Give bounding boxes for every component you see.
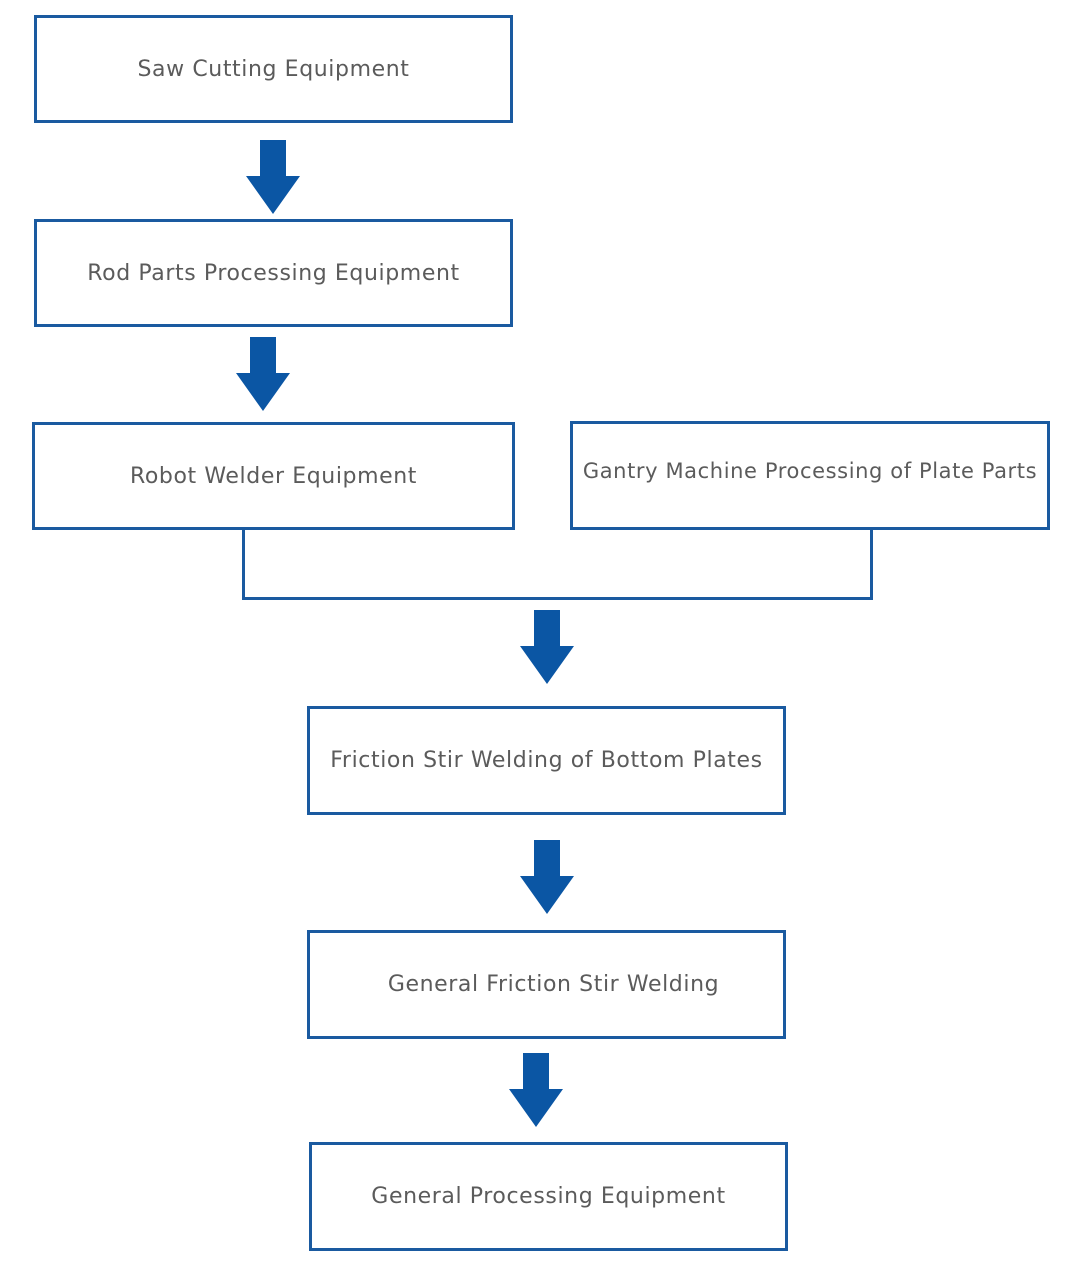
step-robot-welder: Robot Welder Equipment <box>32 422 515 530</box>
step-gantry-machine-label: Gantry Machine Processing of Plate Parts <box>582 458 1038 483</box>
step-friction-bottom: Friction Stir Welding of Bottom Plates <box>307 706 786 815</box>
step-friction-bottom-label: Friction Stir Welding of Bottom Plates <box>330 748 763 773</box>
step-rod-parts-label: Rod Parts Processing Equipment <box>87 260 460 286</box>
down-arrow-icon <box>520 840 574 914</box>
down-arrow-icon <box>246 140 300 214</box>
down-arrow-icon <box>509 1053 563 1127</box>
step-gantry-machine: Gantry Machine Processing of Plate Parts <box>570 421 1050 530</box>
step-general-processing-label: General Processing Equipment <box>371 1184 726 1209</box>
step-saw-cutting-label: Saw Cutting Equipment <box>137 56 410 82</box>
step-general-processing: General Processing Equipment <box>309 1142 788 1251</box>
step-saw-cutting: Saw Cutting Equipment <box>34 15 513 123</box>
down-arrow-icon <box>520 610 574 684</box>
merge-connector <box>242 528 873 600</box>
step-general-friction-label: General Friction Stir Welding <box>387 972 720 997</box>
down-arrow-icon <box>236 337 290 411</box>
step-general-friction: General Friction Stir Welding <box>307 930 786 1039</box>
step-robot-welder-label: Robot Welder Equipment <box>129 463 418 489</box>
step-rod-parts: Rod Parts Processing Equipment <box>34 219 513 327</box>
